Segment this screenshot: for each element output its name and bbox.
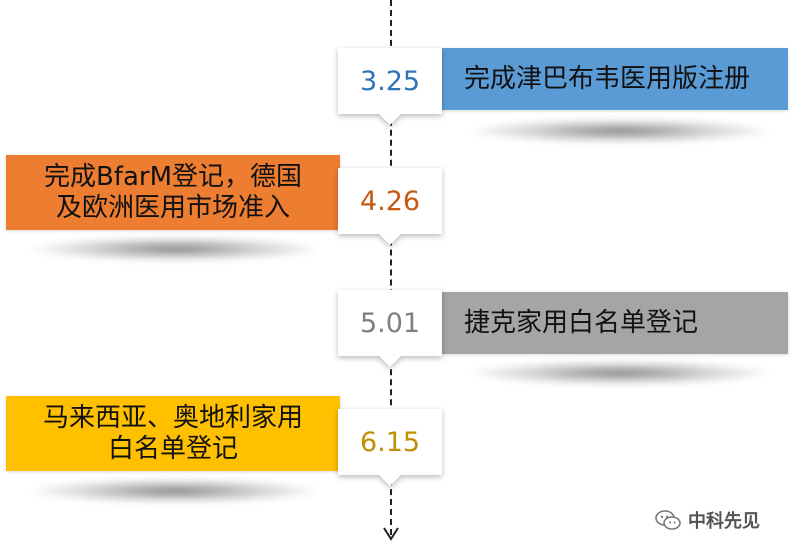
event-3-text: 捷克家用白名单登记 — [464, 307, 699, 338]
event-4-text: 马来西亚、奥地利家用 白名单登记 — [42, 402, 303, 464]
timeline-axis — [390, 0, 392, 535]
event-4-date-card: 6.15 — [338, 409, 442, 486]
wechat-icon — [655, 510, 681, 530]
watermark: 中科先见 — [654, 506, 760, 534]
event-1-shadow — [470, 118, 770, 144]
event-1-date-card: 3.25 — [338, 48, 442, 125]
event-3-date-card: 5.01 — [338, 290, 442, 367]
event-1-text: 完成津巴布韦医用版注册 — [464, 63, 751, 94]
event-4-band: 马来西亚、奥地利家用 白名单登记 — [6, 396, 340, 471]
event-1-band: 完成津巴布韦医用版注册 — [440, 48, 788, 110]
timeline-arrow-icon — [383, 527, 399, 541]
event-3-date: 5.01 — [359, 307, 421, 339]
event-2-date-card: 4.26 — [338, 168, 442, 245]
event-4-shadow — [30, 478, 320, 504]
event-2-band: 完成BfarM登记，德国 及欧洲医用市场准入 — [6, 155, 340, 230]
watermark-text: 中科先见 — [688, 511, 760, 532]
event-3-band: 捷克家用白名单登记 — [440, 292, 788, 354]
event-2-text: 完成BfarM登记，德国 及欧洲医用市场准入 — [43, 161, 303, 223]
event-2-date: 4.26 — [359, 185, 421, 217]
event-4-date: 6.15 — [359, 426, 421, 458]
event-3-shadow — [470, 360, 770, 386]
event-2-shadow — [30, 236, 320, 262]
event-1-date: 3.25 — [359, 65, 421, 97]
